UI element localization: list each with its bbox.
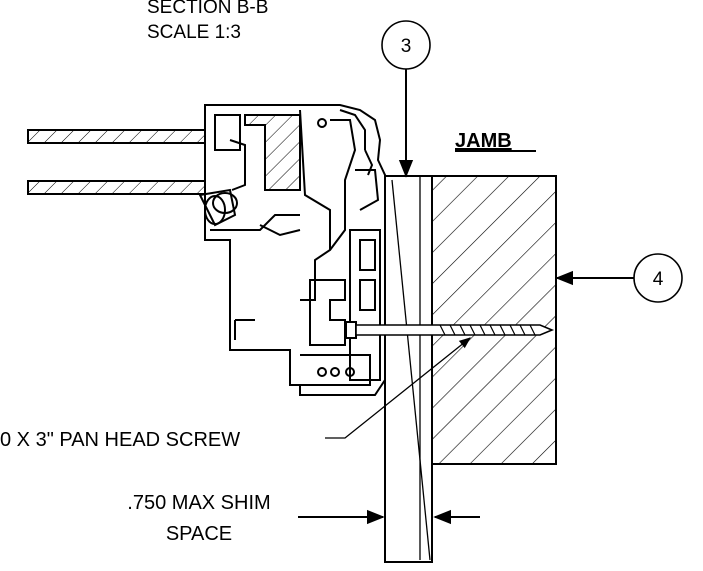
shim-label-line2: SPACE (166, 523, 232, 545)
screw-leader (325, 337, 471, 439)
jamb-block (431, 175, 557, 465)
window-frame-profile (198, 104, 386, 396)
jamb-label: JAMB (455, 130, 512, 152)
screw-label: 0 X 3" PAN HEAD SCREW (0, 429, 240, 451)
pan-head-screw (345, 321, 555, 339)
shim-label-line1: .750 MAX SHIM (127, 492, 270, 514)
callout-4-number: 4 (653, 269, 664, 290)
callout-3-number: 3 (401, 36, 412, 57)
scale-label: SCALE 1:3 (147, 22, 241, 43)
shim (384, 175, 433, 563)
callout-3 (381, 20, 431, 178)
section-title: SECTION B-B (147, 0, 268, 18)
callout-4 (555, 253, 683, 303)
